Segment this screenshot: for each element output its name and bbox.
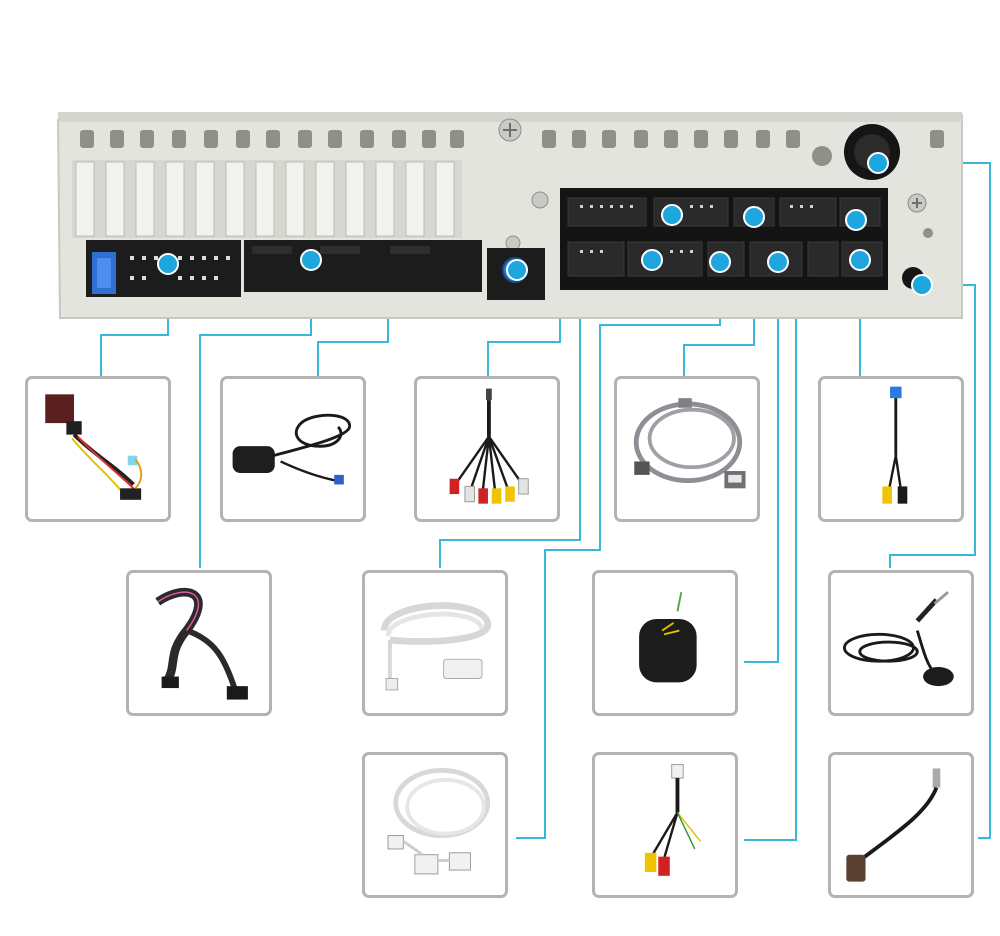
panel-radio-antenna-adapter — [828, 752, 974, 898]
camera-rca-icon — [882, 386, 908, 504]
dot-tpms — [767, 251, 789, 273]
panel-rca-audio-cable — [592, 752, 738, 898]
line-white-cable — [516, 262, 721, 839]
dot-mic — [911, 274, 933, 296]
usb-cable-icon — [633, 398, 746, 489]
panel-camera-input-cable — [818, 376, 964, 522]
vent-fins — [75, 161, 455, 237]
power-harness-icon — [155, 587, 248, 700]
chassis-top-edge — [58, 112, 962, 122]
dot-white-cable — [709, 251, 731, 273]
head-unit-rear — [56, 112, 963, 319]
dot-rca — [661, 204, 683, 226]
panel-rca-av-cable — [414, 376, 560, 522]
dot-camera — [849, 249, 871, 271]
line-tpms — [744, 262, 779, 663]
dot-usb — [743, 206, 765, 228]
connector-dots — [157, 152, 933, 296]
dot-ipod — [641, 249, 663, 271]
tpms-sensor-icon — [639, 591, 697, 683]
rca-audio-icon — [644, 764, 702, 876]
dot-antenna — [867, 152, 889, 174]
panel-usb-cable — [614, 376, 760, 522]
dot-canbus — [157, 253, 179, 275]
gps-antenna-icon — [232, 413, 352, 485]
dot-power — [300, 249, 322, 271]
screw-mid — [531, 191, 549, 209]
antenna-adapter-icon — [846, 768, 941, 882]
canbus-box-icon — [45, 394, 143, 500]
panel-gps-antenna — [220, 376, 366, 522]
ipod-cable-icon — [380, 602, 492, 691]
rca-cable-icon — [449, 388, 529, 504]
microphone-icon — [842, 591, 954, 687]
panel-white-extension-cable — [362, 752, 508, 898]
panel-power-harness — [126, 570, 272, 716]
dot-gps — [506, 259, 528, 281]
panel-ipod-cable — [362, 570, 508, 716]
white-cable-icon — [387, 767, 491, 875]
dot-rca-audio — [845, 209, 867, 231]
panel-tpms-module — [592, 570, 738, 716]
panel-external-microphone — [828, 570, 974, 716]
top-vent-slots — [80, 130, 944, 148]
panel-can-bus-harness — [25, 376, 171, 522]
